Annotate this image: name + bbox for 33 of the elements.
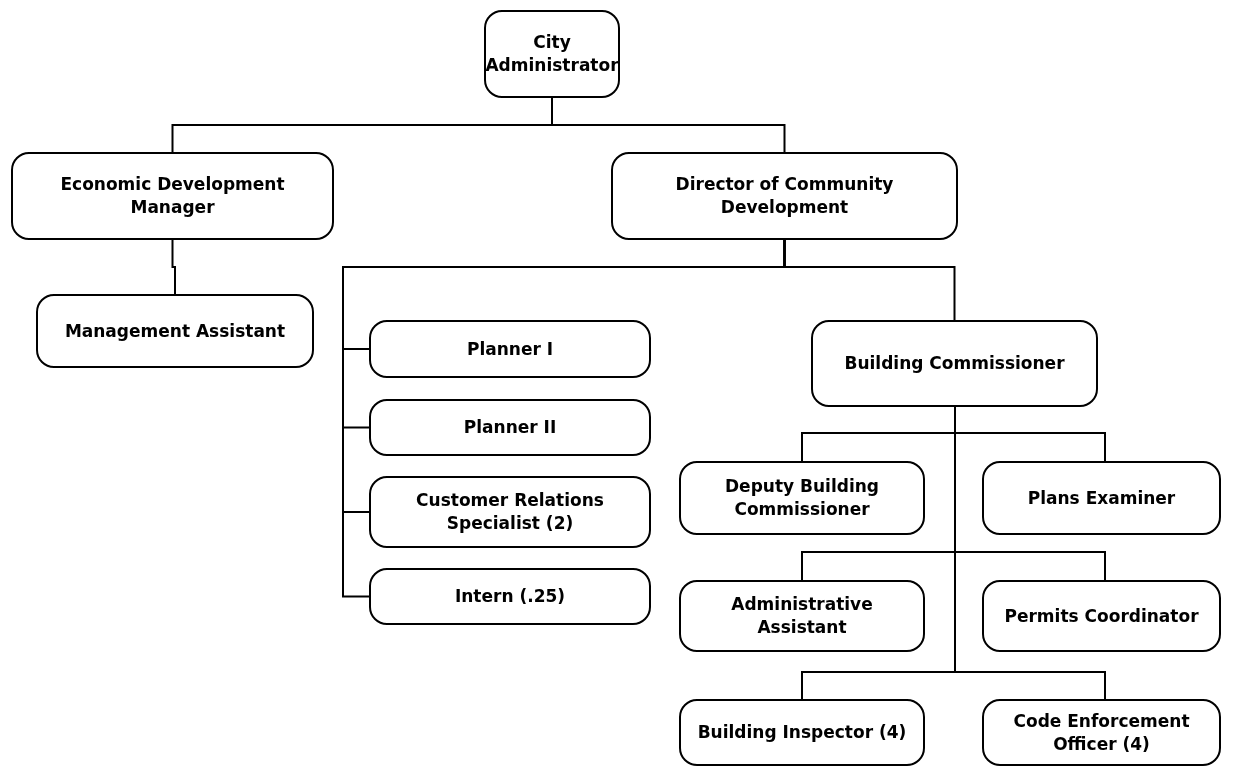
position-title: Economic Development Manager [59,173,286,219]
position-box [369,476,651,548]
position-box [484,10,620,98]
position-box [11,152,334,240]
position-title: Planner II [463,416,557,439]
position-title: Intern (.25) [454,585,566,608]
position-box [679,699,925,766]
position-box [369,399,651,456]
position-title: Plans Examiner [1027,486,1176,510]
connector-line [551,97,786,153]
connector-line [783,239,956,321]
position-box [36,294,314,368]
position-box [679,461,925,535]
position-title: Building Commissioner [844,352,1065,375]
position-box [811,320,1098,407]
position-box [369,568,651,625]
position-box [982,699,1221,766]
position-title: Administrative Assistant [730,593,874,639]
position-box [369,320,651,378]
position-title: Management Assistant [64,319,286,343]
position-title: Planner I [466,337,554,361]
position-title: Permits Coordinator [1004,604,1199,628]
position-title: Deputy Building Commissioner [724,475,880,521]
position-box [982,461,1221,535]
position-box [982,580,1221,652]
position-title: Director of Community Development [674,173,895,219]
position-title: Building Inspector (4) [697,721,907,744]
position-title: Code Enforcement Officer (4) [1012,709,1191,756]
position-box [679,580,925,652]
position-box [611,152,958,240]
position-title: Customer Relations Specialist (2) [415,489,605,535]
connector-line [171,239,176,295]
position-title: City Administrator [485,31,619,77]
